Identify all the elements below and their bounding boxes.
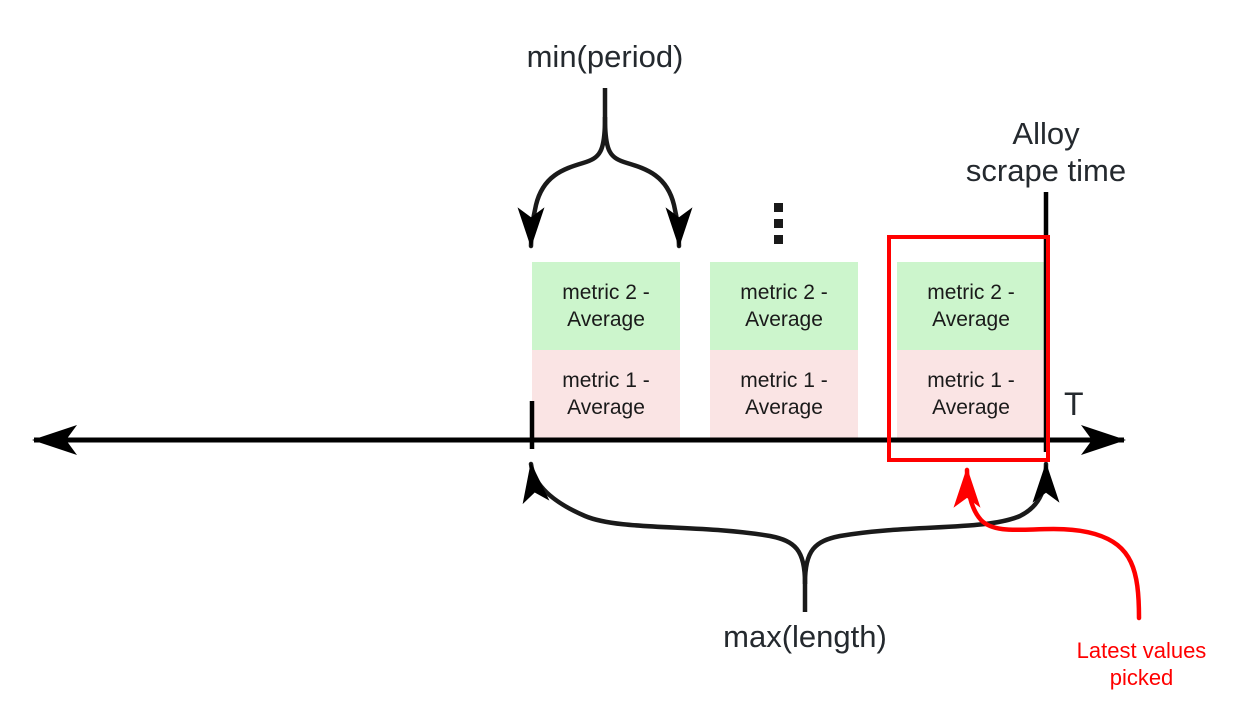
max-length-label: max(length) <box>723 619 887 654</box>
metric-2-label-line2: Average <box>745 308 823 331</box>
alloy-scrape-time-label-line2: scrape time <box>965 153 1127 188</box>
max-length-brace-left <box>522 461 808 586</box>
min-period-brace-left <box>517 115 608 249</box>
time-axis-label: T <box>1064 386 1084 422</box>
metric-1-cell: metric 1 - Average <box>897 350 1045 438</box>
metric-1-label-line1: metric 1 - <box>740 369 828 392</box>
metric-2-cell: metric 2 - Average <box>897 262 1045 350</box>
latest-values-highlight-rect[interactable] <box>887 235 1050 462</box>
metric-1-label-line2: Average <box>567 396 645 419</box>
max-length-brace-right <box>802 461 1060 586</box>
ellipsis-dot-2 <box>774 219 783 228</box>
latest-values-label-line1: Latest values <box>1076 638 1207 663</box>
metric-2-label-line1: metric 2 - <box>740 281 828 304</box>
ellipsis-dot-3 <box>774 235 783 244</box>
metric-1-label-line1: metric 1 - <box>927 369 1015 392</box>
ellipsis-dot-1 <box>774 203 783 212</box>
metric-2-label-line2: Average <box>932 308 1010 331</box>
metric-1-cell: metric 1 - Average <box>532 350 680 438</box>
metric-1-label-line2: Average <box>745 396 823 419</box>
metric-1-cell: metric 1 - Average <box>710 350 858 438</box>
min-period-brace-right <box>602 115 693 249</box>
metric-2-label-line1: metric 2 - <box>927 281 1015 304</box>
metric-block-1: metric 2 - Average metric 1 - Average <box>532 262 680 438</box>
metric-2-cell: metric 2 - Average <box>532 262 680 350</box>
metric-1-label-line2: Average <box>932 396 1010 419</box>
latest-values-pointer-curve <box>953 467 1142 621</box>
metric-2-label-line2: Average <box>567 308 645 331</box>
min-period-label: min(period) <box>526 39 684 74</box>
latest-values-label-line2: picked <box>1109 665 1174 690</box>
metric-block-2: metric 2 - Average metric 1 - Average <box>710 262 858 438</box>
metric-block-3: metric 2 - Average metric 1 - Average <box>897 262 1045 438</box>
metric-2-cell: metric 2 - Average <box>710 262 858 350</box>
metric-2-label-line1: metric 2 - <box>562 281 650 304</box>
alloy-scrape-time-label-line1: Alloy <box>1012 116 1080 151</box>
metric-1-label-line1: metric 1 - <box>562 369 650 392</box>
